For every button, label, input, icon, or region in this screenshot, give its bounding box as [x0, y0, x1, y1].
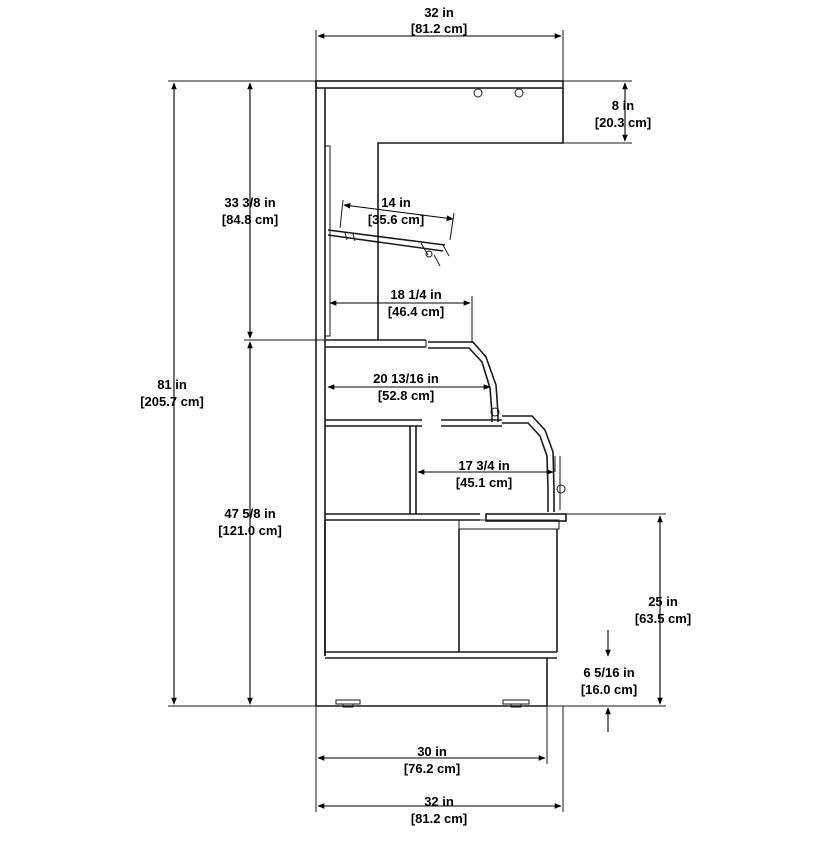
upper-section-label-metric: [84.8 cm] — [222, 212, 278, 227]
counter-height-label-metric: [63.5 cm] — [635, 611, 691, 626]
top-panel — [315, 80, 564, 89]
upper-clearance-label-metric: [46.4 cm] — [388, 304, 444, 319]
upper-clearance-label: 18 1/4 in — [390, 287, 441, 302]
base-height-label-metric: [16.0 cm] — [581, 682, 637, 697]
bottom-width-label: 32 in — [424, 794, 454, 809]
total-height-label-metric: [205.7 cm] — [140, 394, 204, 409]
lower-glass-front-outer — [502, 415, 555, 512]
canopy-light-fixture — [473, 88, 483, 98]
dimension-lines — [171, 33, 663, 809]
canopy-height-label: 8 in — [612, 98, 634, 113]
upper-tilted-shelf — [327, 229, 450, 267]
lower-shelf-depth-label: 17 3/4 in — [458, 458, 509, 473]
base-width-label: 30 in — [417, 744, 447, 759]
upper-shelf-clip — [433, 254, 441, 267]
counter-height-label: 25 in — [648, 594, 678, 609]
counter-lip — [458, 519, 560, 530]
shelf-2 — [325, 415, 566, 514]
leveling-foot-pad — [342, 703, 354, 708]
lower-section-label-metric: [121.0 cm] — [218, 523, 282, 538]
middle-shelf-depth-label-metric: [52.8 cm] — [378, 388, 434, 403]
upper-shelf-clip — [442, 244, 450, 257]
lower-glass-knob — [556, 484, 566, 494]
leveling-foot-pad — [510, 703, 522, 708]
lower-shelf-depth-label-metric: [45.1 cm] — [456, 475, 512, 490]
counter-right-panel — [485, 513, 567, 522]
lower-glass-front-inner — [502, 422, 549, 512]
dimension-labels: 32 in [81.2 cm] 8 in [20.3 cm] 33 3/8 in… — [140, 5, 691, 826]
leveling-foot — [335, 699, 361, 705]
leveling-foot — [502, 699, 530, 705]
upper-shelf-bracket — [420, 242, 429, 256]
middle-glass-knob — [490, 407, 500, 417]
base-height-label: 6 5/16 in — [583, 665, 634, 680]
upper-shelf-knob — [425, 250, 433, 258]
middle-shelf — [325, 339, 500, 422]
top-width-label: 32 in — [424, 5, 454, 20]
total-height-label: 81 in — [157, 377, 187, 392]
base-plinth — [316, 658, 548, 708]
upper-shelf-depth-label-metric: [35.6 cm] — [368, 212, 424, 227]
upper-shelf-tick — [352, 233, 356, 242]
top-width-label-metric: [81.2 cm] — [411, 21, 467, 36]
upper-shelf-depth-label: 14 in — [381, 195, 411, 210]
middle-shelf-depth-label: 20 13/16 in — [373, 371, 439, 386]
canopy-light-fixture — [514, 88, 524, 98]
back-mirror-strip — [324, 145, 331, 337]
canopy-height-label-metric: [20.3 cm] — [595, 115, 651, 130]
lower-section-label: 47 5/8 in — [224, 506, 275, 521]
upper-shelf-tick — [344, 232, 348, 241]
cabinet-outline — [315, 80, 564, 706]
upper-shelf-top — [327, 229, 446, 246]
upper-section-label: 33 3/8 in — [224, 195, 275, 210]
bottom-width-label-metric: [81.2 cm] — [411, 811, 467, 826]
counter-shelf — [325, 513, 567, 530]
upper-shelf-depth-dimension-line — [343, 203, 454, 221]
base-width-label-metric: [76.2 cm] — [404, 761, 460, 776]
lower-cabinet — [324, 520, 558, 659]
